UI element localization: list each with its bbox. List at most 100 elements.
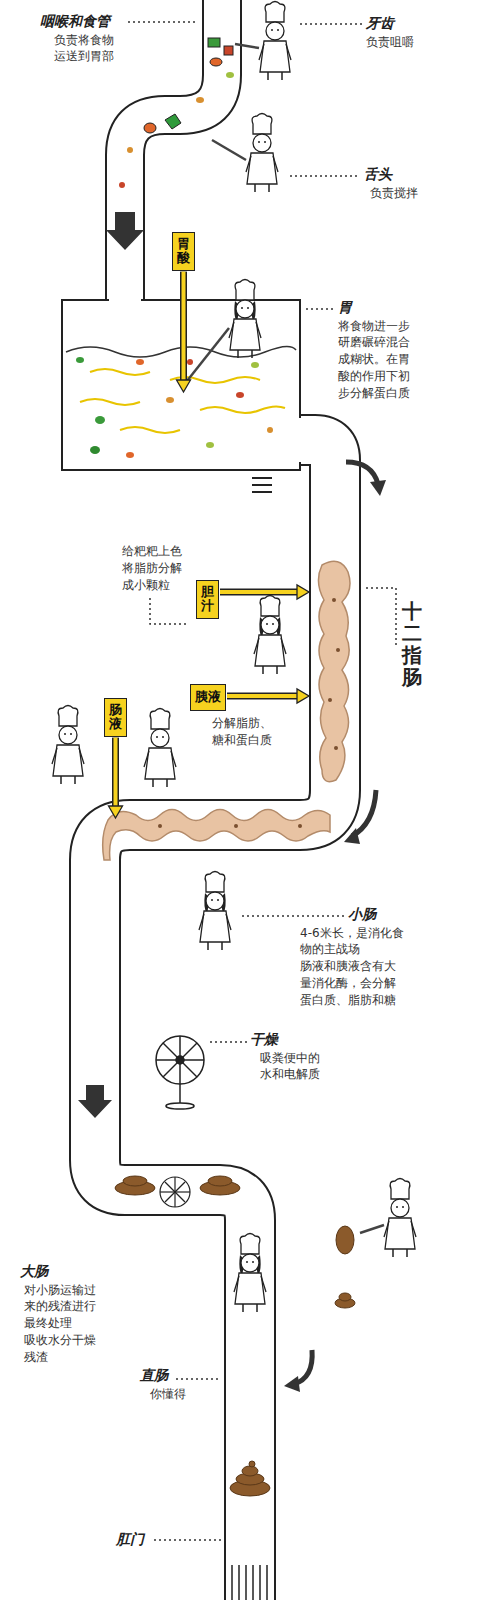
chef-figure bbox=[217, 899, 219, 901]
juice-arrow bbox=[109, 738, 123, 818]
label-group: 十二指肠 bbox=[402, 600, 426, 688]
chef-figure bbox=[58, 706, 78, 727]
description-text: 负责将食物运送到胃部 bbox=[54, 32, 120, 66]
juice-arrow bbox=[220, 589, 299, 596]
juice-name: 胃酸 bbox=[177, 237, 190, 266]
leader-line bbox=[128, 21, 197, 23]
juice-arrow bbox=[180, 272, 187, 382]
flow-arrow bbox=[370, 480, 386, 496]
juice-box: 胰液 bbox=[190, 684, 226, 711]
fan bbox=[176, 1056, 184, 1064]
chef-figure bbox=[156, 736, 158, 738]
duodenum-chyme bbox=[328, 698, 332, 702]
description-text: 给粑粑上色 将脂肪分解成小颗粒 bbox=[122, 543, 186, 593]
esophagus-tube bbox=[125, 0, 222, 320]
chef-figure bbox=[246, 1261, 248, 1263]
chef-figure bbox=[266, 623, 268, 625]
food-pieces bbox=[127, 147, 133, 153]
small-intestine-chyme bbox=[234, 824, 238, 828]
small-intestine-chyme bbox=[158, 824, 162, 828]
stomach-content bbox=[136, 359, 144, 365]
chef-figure bbox=[212, 140, 246, 160]
feces bbox=[123, 1176, 147, 1186]
juice-arrow bbox=[220, 590, 299, 594]
chef-figure bbox=[235, 1273, 265, 1304]
juice-arrow bbox=[227, 694, 299, 698]
juice-arrow bbox=[177, 272, 191, 392]
chef-figure bbox=[64, 733, 66, 735]
label-group: 给粑粑上色 将脂肪分解成小颗粒 bbox=[122, 543, 186, 593]
chef-figure bbox=[151, 729, 169, 747]
juice-arrow bbox=[114, 738, 118, 808]
chef-figure bbox=[384, 1221, 416, 1237]
stomach-content bbox=[120, 427, 180, 433]
chef-figure bbox=[254, 638, 286, 654]
chef-figure bbox=[268, 72, 282, 80]
label-group: 咽喉和食管负责将食物运送到胃部 bbox=[40, 12, 120, 65]
juice-name: 胆汁 bbox=[201, 585, 214, 614]
chef-figure bbox=[247, 153, 277, 184]
chef-figure bbox=[247, 307, 249, 309]
flow-arrow bbox=[344, 828, 360, 844]
anus-marks bbox=[252, 1565, 254, 1600]
juice-arrow-head bbox=[297, 585, 309, 599]
chef-figure bbox=[236, 300, 254, 318]
anus-marks bbox=[259, 1565, 261, 1600]
duodenum-chyme bbox=[334, 746, 338, 750]
duodenum-chyme bbox=[318, 561, 350, 781]
organ-label: 十二指肠 bbox=[402, 600, 422, 688]
chef-figure bbox=[61, 776, 75, 784]
leader-line bbox=[306, 308, 333, 310]
stomach-content bbox=[236, 392, 244, 398]
chef-figure bbox=[271, 29, 273, 31]
fan bbox=[160, 1177, 190, 1207]
juice-box: 肠液 bbox=[104, 698, 127, 737]
organ-label: 肛门 bbox=[116, 1530, 176, 1550]
chef-figure bbox=[144, 709, 176, 788]
chef-figure bbox=[208, 942, 222, 950]
food-pieces bbox=[165, 114, 181, 129]
fan bbox=[179, 1084, 181, 1104]
chef-figure bbox=[52, 748, 84, 764]
label-group: 舌头负责搅拌 bbox=[364, 165, 444, 201]
feces bbox=[242, 1466, 258, 1476]
small-intestine-chyme bbox=[103, 810, 330, 861]
stomach-outline bbox=[280, 420, 310, 460]
flow-arrow bbox=[78, 1085, 112, 1118]
esophagus-tube bbox=[125, 0, 222, 320]
juice-name: 肠液 bbox=[109, 703, 122, 732]
feces bbox=[339, 1293, 351, 1301]
description-text: 负责搅拌 bbox=[370, 185, 444, 202]
juice-arrow bbox=[227, 693, 299, 700]
chef-figure bbox=[150, 709, 170, 730]
leader-line bbox=[210, 1041, 248, 1043]
leader-line bbox=[290, 175, 358, 177]
chef-figure bbox=[277, 29, 279, 31]
description-text: 分解脂肪、糖和蛋白质 bbox=[212, 715, 276, 749]
stomach-content bbox=[206, 442, 214, 448]
chef-figure bbox=[272, 623, 274, 625]
chef-figure bbox=[396, 1206, 398, 1208]
flow-arrow bbox=[346, 462, 378, 484]
chef-figure bbox=[402, 1206, 404, 1208]
stomach-exit-marks bbox=[252, 491, 272, 493]
description-text: 对小肠运输过来的残渣进行最终处理 bbox=[24, 1282, 98, 1332]
description-text: 吸粪便中的水和电解质 bbox=[260, 1050, 322, 1084]
leader-line bbox=[176, 1378, 218, 1380]
chef-figure bbox=[235, 280, 255, 301]
label-group: 直肠你懂得 bbox=[140, 1366, 210, 1402]
chef-figure bbox=[241, 1254, 259, 1272]
anus-marks bbox=[232, 1565, 267, 1600]
chef-figure bbox=[235, 44, 259, 48]
intestine-tube bbox=[95, 440, 335, 1600]
chef-figure bbox=[145, 748, 175, 779]
flow-arrow bbox=[106, 212, 144, 250]
chef-figure bbox=[246, 156, 278, 172]
fan bbox=[165, 1182, 185, 1202]
food-pieces bbox=[144, 123, 156, 133]
fan bbox=[163, 1043, 197, 1077]
leader-line bbox=[242, 915, 344, 917]
chef-figure bbox=[183, 328, 229, 386]
